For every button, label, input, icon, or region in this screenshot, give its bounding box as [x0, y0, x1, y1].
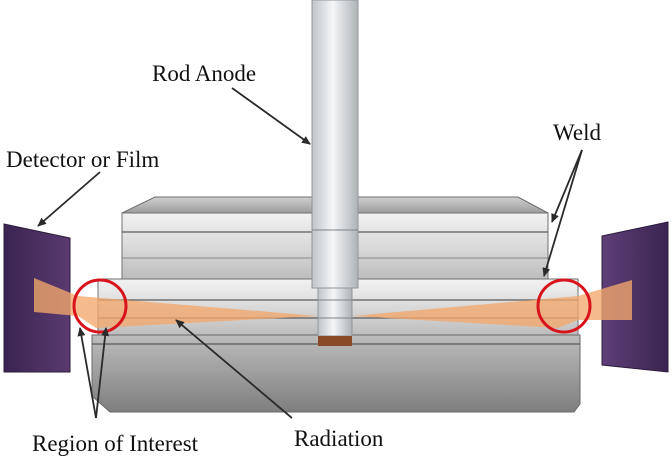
anode-target	[318, 336, 352, 346]
weld-circle-right	[536, 278, 592, 334]
plate-bottom-face	[91, 334, 581, 413]
label-weld: Weld	[553, 120, 601, 145]
arrow-weld-top	[551, 149, 583, 223]
arrow-region-1	[95, 327, 110, 419]
leader-arrows	[37, 87, 583, 419]
beam-left	[34, 278, 318, 328]
rod-shaft	[311, 0, 359, 289]
label-detector-or-film: Detector or Film	[6, 147, 160, 172]
radiation-beams	[34, 278, 632, 328]
weld-circle-left	[72, 278, 128, 334]
arrow-radiation	[175, 319, 293, 419]
arrow-region-2	[77, 327, 97, 419]
arrow-rod-anode	[231, 87, 311, 145]
rod-anode	[311, 0, 359, 346]
arrow-detector	[37, 171, 101, 227]
label-rod-anode: Rod Anode	[152, 61, 257, 86]
label-region-of-interest: Region of Interest	[32, 431, 199, 456]
detector-right-panel	[601, 221, 669, 373]
label-radiation: Radiation	[294, 426, 384, 451]
beam-right	[352, 280, 632, 328]
rod-tip	[317, 287, 353, 337]
arrow-weld-bottom	[542, 149, 583, 277]
